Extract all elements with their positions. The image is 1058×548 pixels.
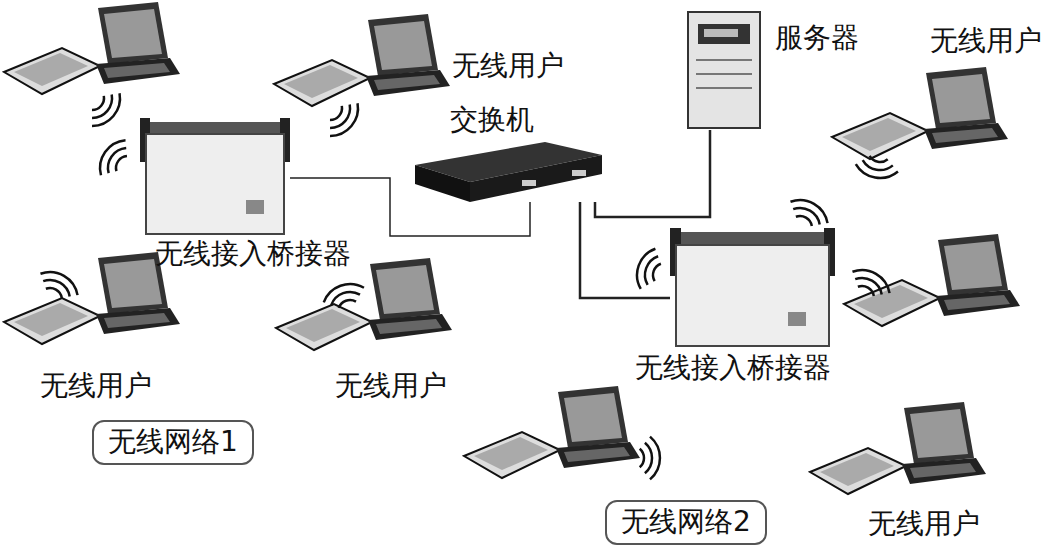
device-label: 无线网络2 bbox=[621, 506, 751, 538]
user-label: 无线用户 bbox=[868, 508, 980, 540]
laptop bbox=[276, 258, 452, 350]
radio-wave bbox=[847, 263, 894, 302]
device-label: 交换机 bbox=[450, 104, 534, 136]
network-box: 无线网络1 bbox=[92, 420, 254, 465]
cable-line bbox=[595, 130, 710, 217]
user-label: 无线用户 bbox=[452, 50, 564, 82]
server-case bbox=[688, 12, 760, 128]
server-slot bbox=[704, 29, 738, 37]
radio-wave bbox=[93, 134, 134, 181]
laptop bbox=[832, 67, 1008, 159]
server-line bbox=[696, 87, 752, 89]
bridge-led bbox=[788, 312, 806, 326]
bridge-device bbox=[140, 118, 290, 234]
server-device bbox=[688, 12, 760, 128]
device-label: 无线接入桥接器 bbox=[155, 238, 351, 270]
switch-front bbox=[415, 165, 470, 202]
radio-wave bbox=[35, 265, 82, 304]
radio-wave bbox=[320, 278, 367, 312]
server-line bbox=[696, 73, 752, 75]
laptop bbox=[4, 252, 180, 344]
user-label: 无线用户 bbox=[40, 370, 152, 402]
bridge-led bbox=[246, 200, 264, 214]
radio-wave bbox=[785, 193, 832, 232]
switch-port bbox=[522, 180, 536, 186]
switch-port bbox=[572, 170, 586, 176]
bridge-device bbox=[670, 228, 835, 346]
wireless-bridge: 无线接入桥接器 bbox=[140, 118, 290, 236]
network-cable bbox=[290, 178, 530, 236]
server: 服务器 bbox=[685, 10, 763, 130]
bridge-body bbox=[676, 245, 829, 346]
user-label: 无线用户 bbox=[930, 25, 1042, 57]
radio-wave bbox=[322, 97, 365, 143]
laptop bbox=[4, 2, 180, 94]
bridge-body bbox=[146, 134, 284, 234]
device-label: 无线网络1 bbox=[108, 426, 238, 458]
laptop bbox=[844, 234, 1020, 326]
laptop bbox=[810, 402, 986, 494]
radio-wave bbox=[854, 154, 900, 181]
cable-line bbox=[290, 178, 530, 236]
wireless-bridge: 无线接入桥接器 bbox=[670, 228, 835, 348]
radio-wave bbox=[631, 245, 665, 292]
switch: 交换机 bbox=[410, 140, 605, 202]
network-box: 无线网络2 bbox=[605, 500, 767, 545]
device-label: 服务器 bbox=[775, 22, 859, 54]
switch-side bbox=[470, 155, 602, 202]
switch-device bbox=[415, 142, 602, 202]
server-line bbox=[696, 59, 752, 61]
user-label: 无线用户 bbox=[335, 370, 447, 402]
laptop bbox=[274, 14, 450, 106]
radio-wave bbox=[84, 87, 127, 133]
laptop bbox=[464, 386, 640, 478]
network-cable bbox=[595, 130, 710, 217]
device-label: 无线接入桥接器 bbox=[635, 352, 831, 384]
server-bay bbox=[698, 24, 750, 44]
radio-wave bbox=[640, 437, 660, 480]
